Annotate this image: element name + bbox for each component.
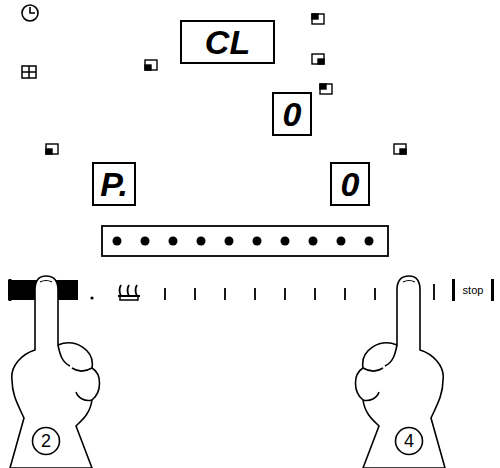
callout-number: 2 (41, 431, 51, 452)
zone-indicators (46, 14, 406, 154)
display-text: P. (100, 167, 128, 201)
stop-key: stop (452, 279, 494, 301)
key-label: stop (463, 284, 484, 296)
zone-icon (22, 66, 36, 78)
display-text: 0 (283, 97, 302, 131)
zone-display: 0 (272, 92, 312, 136)
zone-display: 0 (330, 162, 370, 206)
callout-number: 4 (404, 431, 414, 452)
power-level-bar (102, 226, 388, 256)
zone-display: P. (92, 162, 136, 206)
hand-left (10, 276, 100, 468)
display-text: CL (205, 25, 250, 59)
timer-icon (22, 5, 38, 21)
hand-right (356, 276, 446, 468)
callout-number: 2 (31, 426, 61, 456)
timer-display: CL (180, 20, 275, 64)
display-text: 0 (341, 167, 360, 201)
touch-slider (8, 279, 434, 301)
callout-number: 4 (394, 426, 424, 456)
